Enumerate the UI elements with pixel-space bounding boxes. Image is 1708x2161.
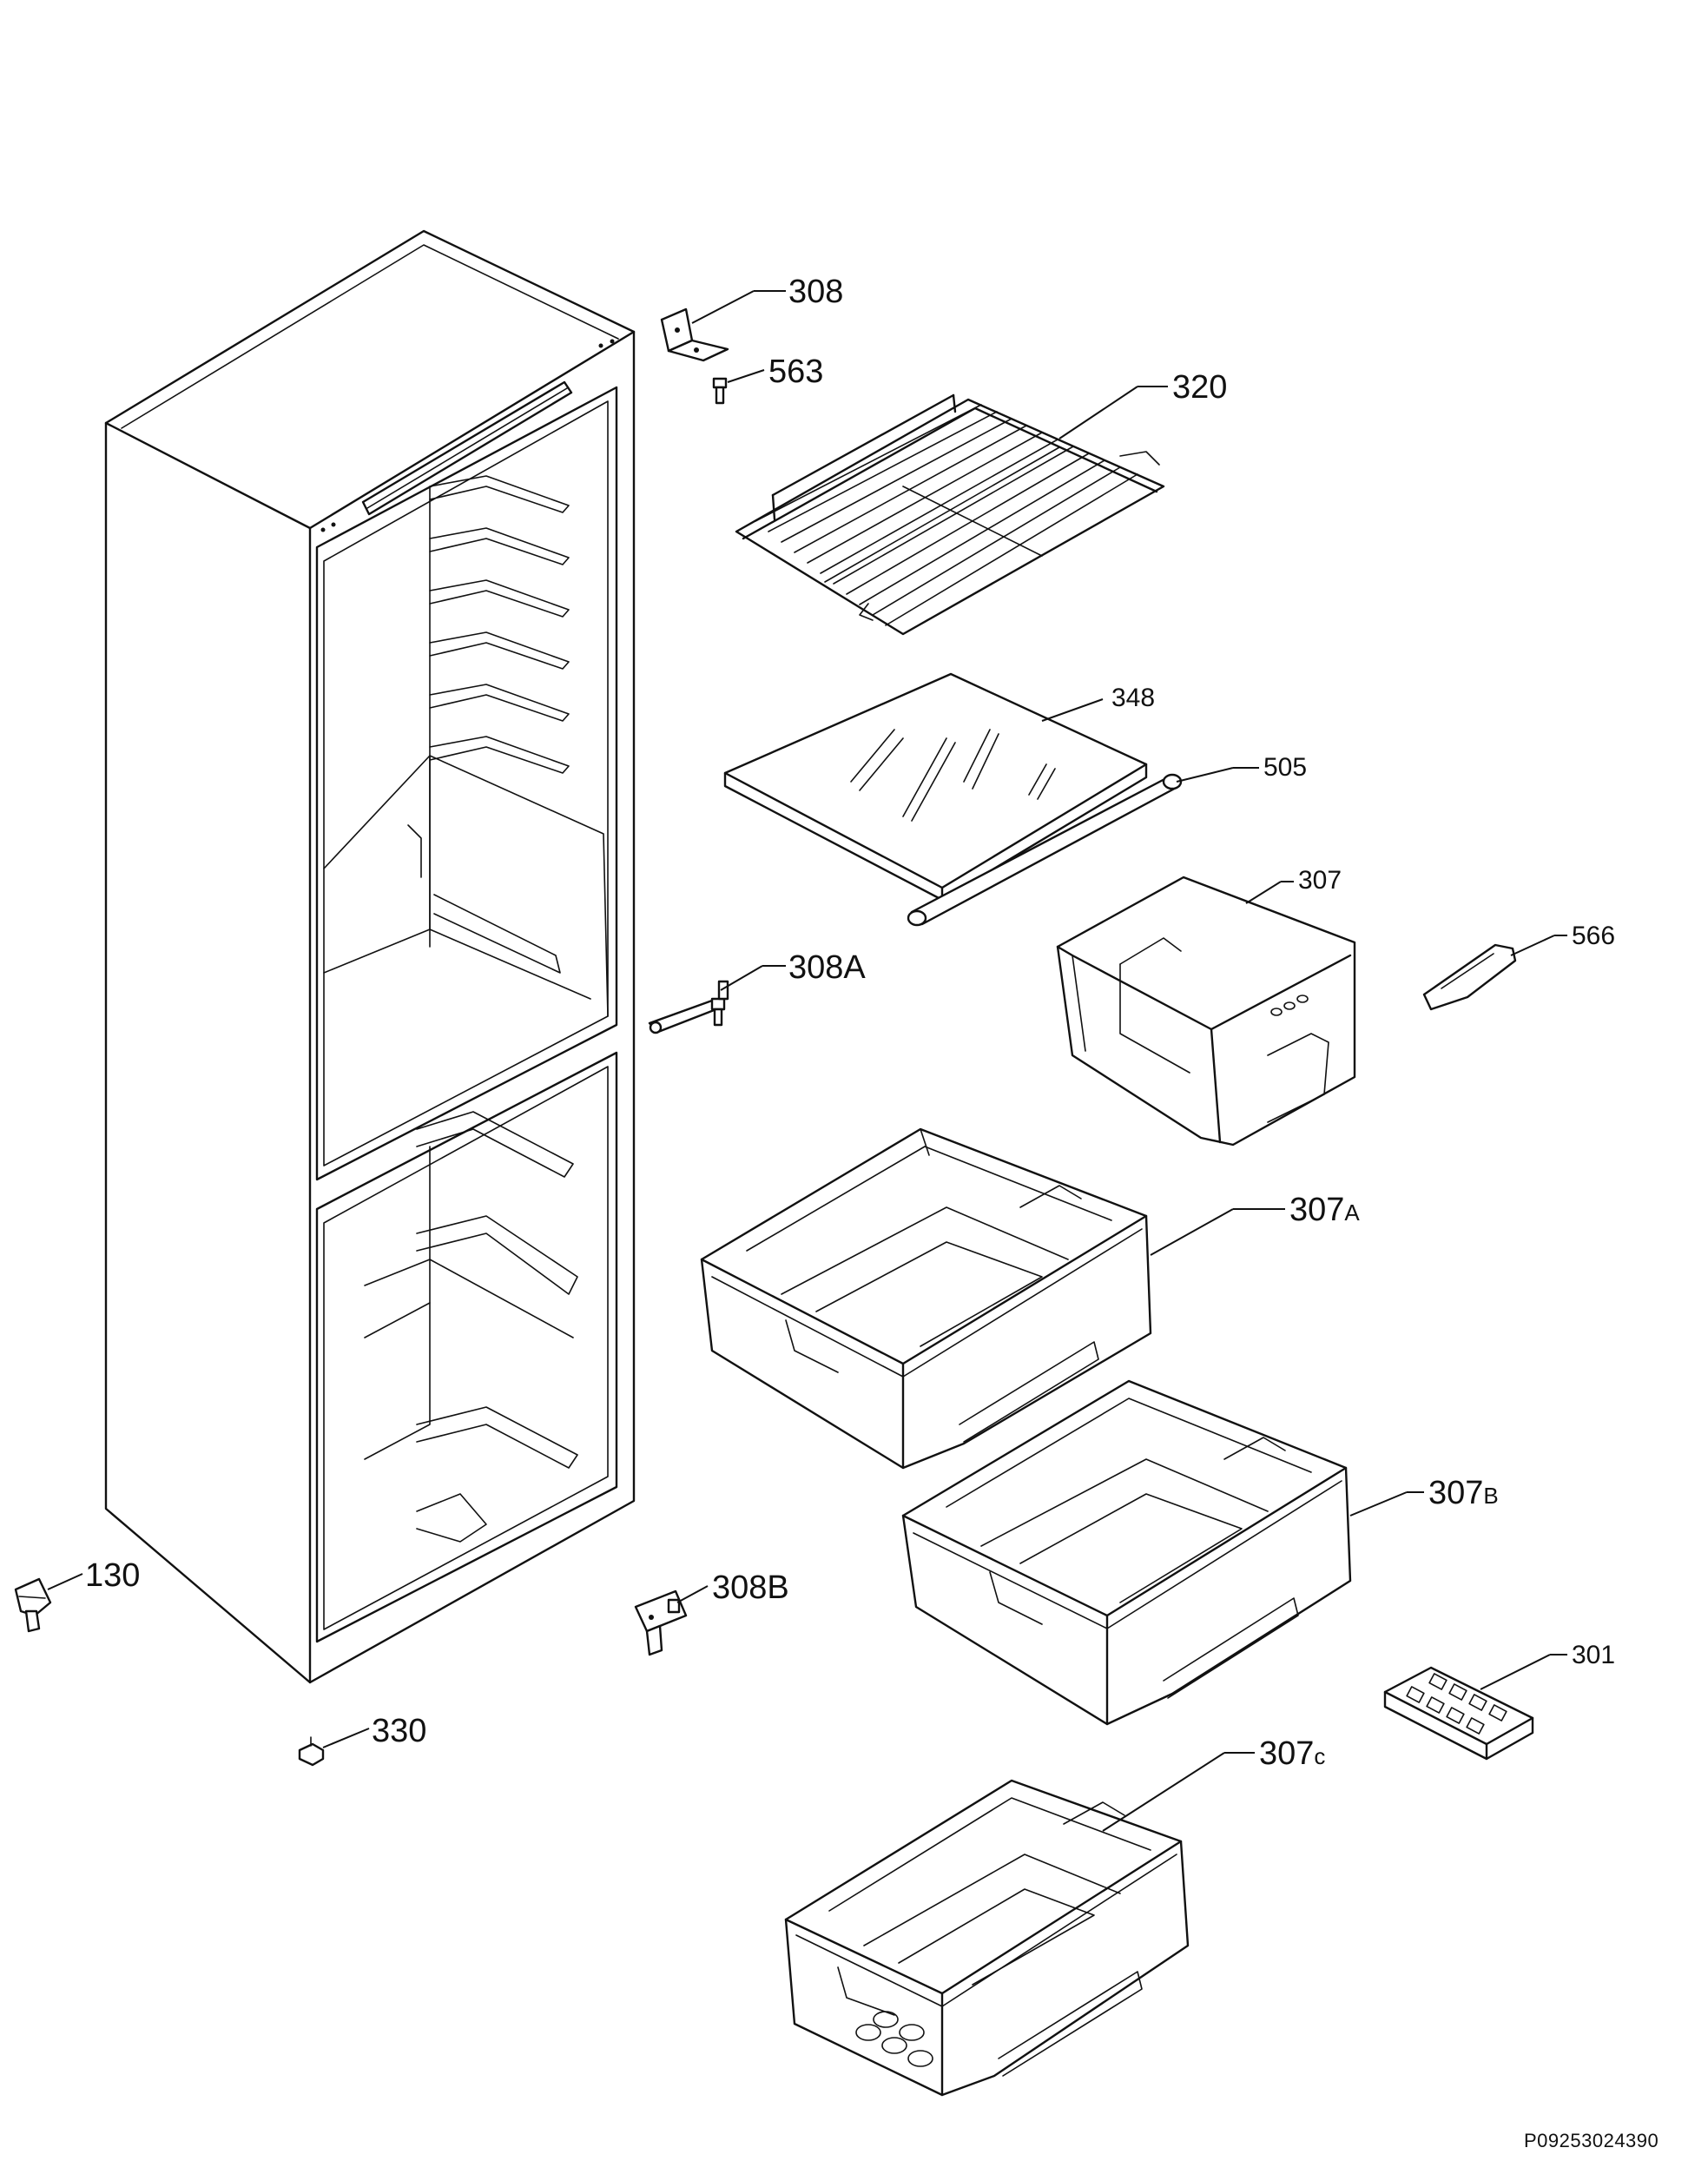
part-307-door-shelf[interactable] — [1056, 876, 1356, 1147]
part-301-ice-tray[interactable] — [1383, 1666, 1534, 1761]
part-307C-drawer[interactable] — [784, 1779, 1190, 2097]
label-307B: 307B — [1428, 1475, 1499, 1511]
label-330: 330 — [372, 1713, 426, 1749]
label-308: 308 — [788, 274, 843, 310]
part-348-glass-shelf[interactable] — [723, 672, 1148, 902]
part-563-screw[interactable] — [712, 377, 728, 405]
label-301: 301 — [1572, 1641, 1615, 1669]
part-330-screw[interactable] — [298, 1736, 325, 1767]
label-308A: 308A — [788, 949, 866, 986]
part-307A-drawer[interactable] — [700, 1127, 1152, 1470]
label-348: 348 — [1111, 684, 1155, 712]
part-566-clip[interactable] — [1422, 943, 1517, 1011]
part-320-wire-shelf[interactable] — [735, 393, 1165, 636]
fridge-cabinet[interactable] — [104, 229, 636, 1684]
label-505: 505 — [1263, 753, 1307, 782]
label-130: 130 — [85, 1557, 140, 1594]
label-566: 566 — [1572, 922, 1615, 950]
part-307B-drawer[interactable] — [901, 1379, 1352, 1726]
label-563: 563 — [768, 354, 823, 390]
label-320: 320 — [1172, 369, 1227, 406]
part-308-top-hinge[interactable] — [660, 307, 729, 362]
part-130-leveling-foot[interactable] — [14, 1577, 52, 1633]
label-308B: 308B — [712, 1570, 789, 1606]
label-307: 307 — [1298, 866, 1342, 895]
diagram-code: P09253024390 — [1524, 2130, 1659, 2151]
label-307A: 307A — [1289, 1192, 1360, 1228]
part-308A-middle-hinge[interactable] — [648, 980, 729, 1034]
part-308B-bottom-hinge[interactable] — [634, 1589, 688, 1656]
label-307C: 307c — [1259, 1735, 1325, 1772]
part-505-shelf-trim[interactable] — [907, 773, 1183, 927]
